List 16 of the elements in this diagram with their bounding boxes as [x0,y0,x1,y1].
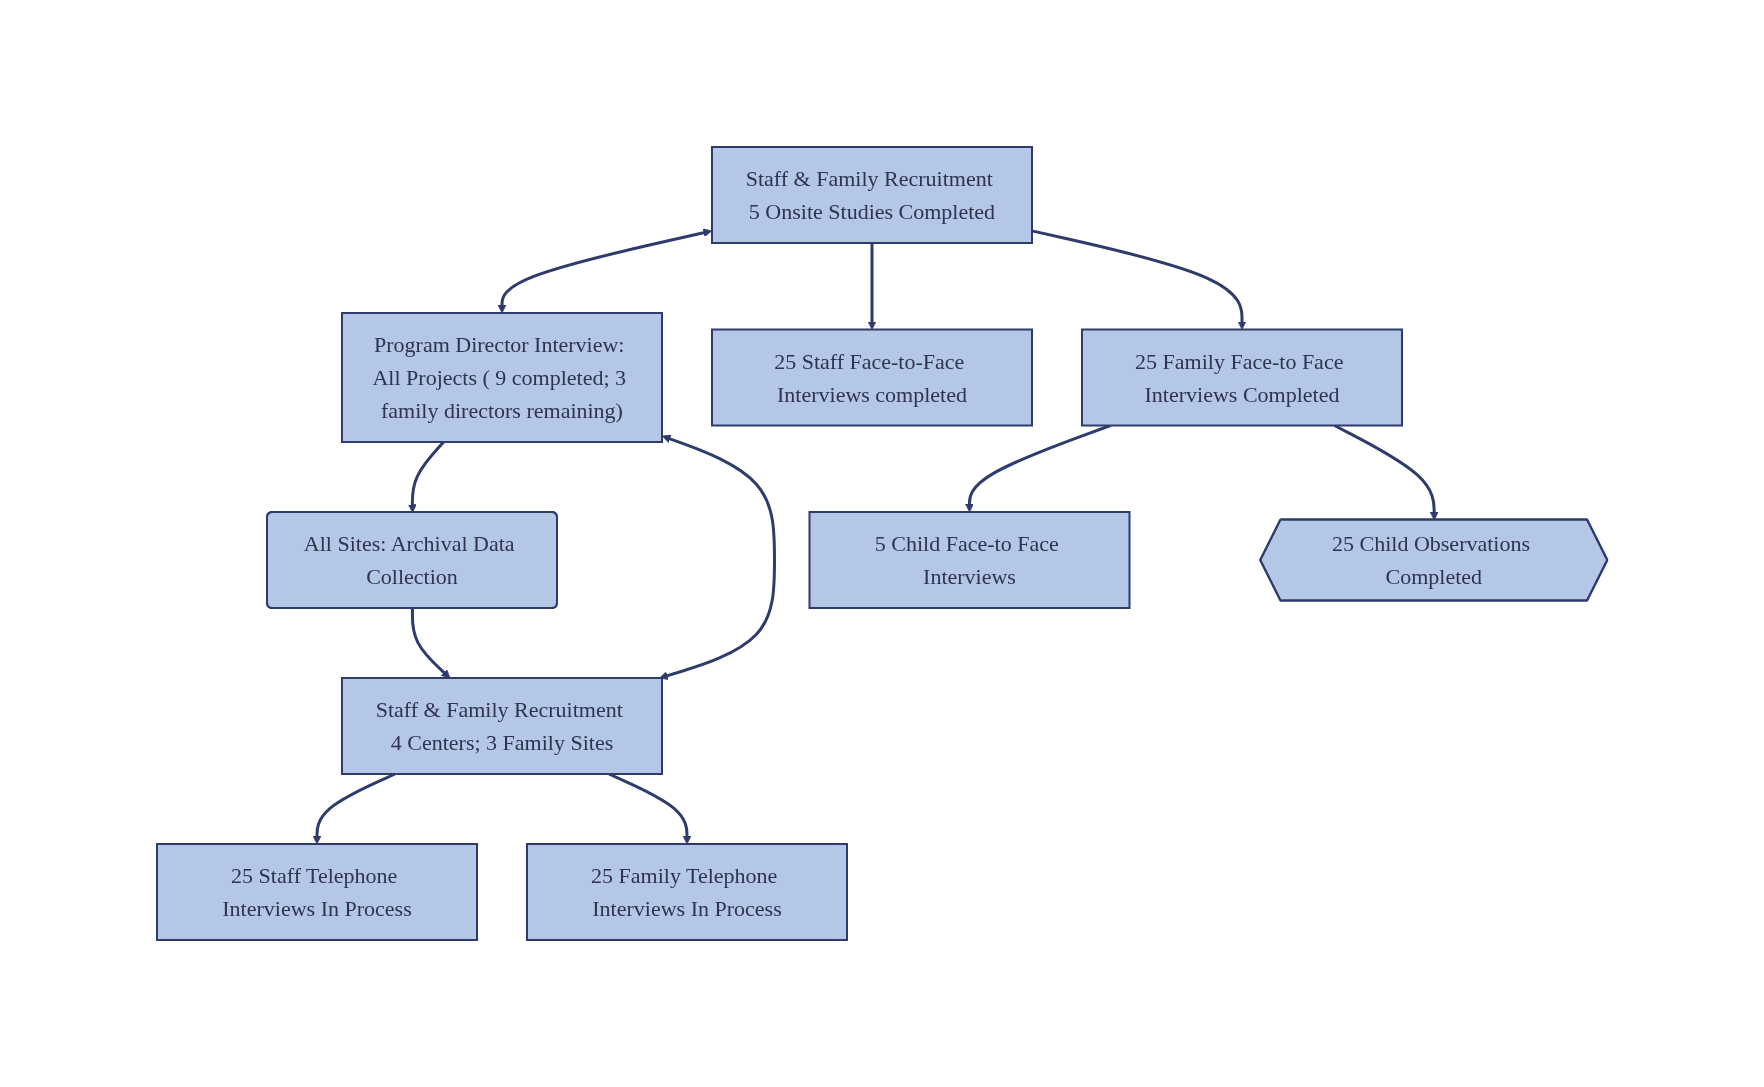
node-box: Staff & Family Recruitment 4 Centers; 3 Family Sites [340,677,663,775]
node-box: 5 Child Face-to Face Interviews [808,511,1131,609]
node-box: 25 Staff Telephone Interviews In Process [155,843,478,941]
arrow [410,608,451,679]
arrow [867,243,877,330]
node-box: Staff & Family Recruitment 5 Onsite Studies Completed [710,146,1033,244]
arrow [659,434,776,680]
arrow [497,228,712,314]
arrow [964,424,1111,513]
node-box: 25 Staff Face-to-Face Interviews completed [710,328,1033,427]
arrow [407,441,445,513]
node-box: 25 Family Face-to Face Interviews Completed [1080,328,1403,427]
arrow [1031,229,1247,330]
arrow [1333,424,1439,521]
node-box: 25 Family Telephone Interviews In Process [525,843,848,941]
node-box: Program Director Interview: All Projects ( 9 completed; 3 family directors remaining) [340,312,663,443]
